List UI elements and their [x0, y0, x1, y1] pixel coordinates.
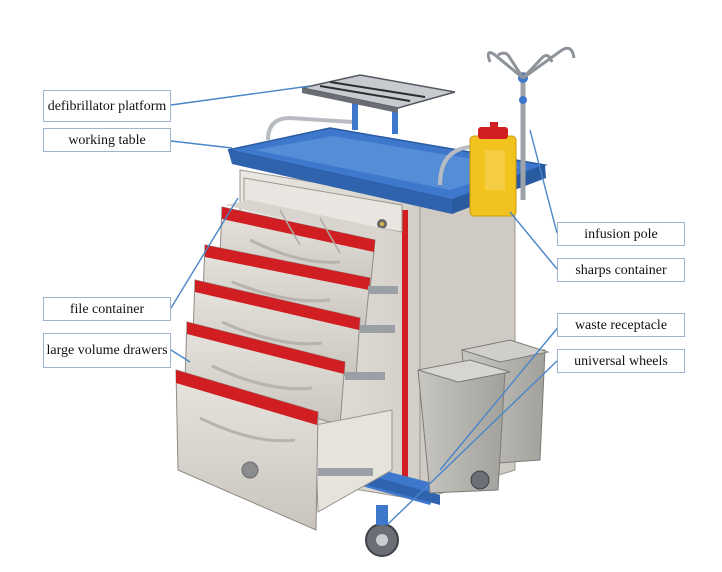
- label-defibrillator-platform: defibrillator platform: [43, 90, 171, 122]
- leader-infusion-pole: [529, 129, 558, 234]
- leader-defibrillator-platform: [170, 85, 311, 106]
- leader-universal-wheels: [387, 359, 559, 525]
- leader-large-volume-drawers: [170, 349, 191, 363]
- waste-receptacle: [417, 339, 550, 494]
- defibrillator-platform: [301, 74, 456, 134]
- leader-file-container: [170, 197, 239, 309]
- leader-lines: [170, 85, 561, 525]
- lock-drawer: [243, 177, 403, 233]
- label-sharps-container: sharps container: [557, 258, 685, 282]
- label-waste-receptacle: waste receptacle: [557, 313, 685, 337]
- sharps-container: [469, 122, 517, 217]
- leader-working-table: [170, 140, 233, 149]
- label-infusion-pole: infusion pole: [557, 222, 685, 246]
- label-large-volume-drawers: large volume drawers: [43, 333, 171, 368]
- label-file-container: file container: [43, 297, 171, 321]
- infusion-pole: [486, 46, 576, 200]
- leader-waste-receptacle: [439, 324, 561, 471]
- universal-wheels: [241, 461, 490, 557]
- leader-sharps-container: [509, 211, 558, 270]
- label-working-table: working table: [43, 128, 171, 152]
- label-universal-wheels: universal wheels: [557, 349, 685, 373]
- large-drawer-5: [175, 369, 393, 531]
